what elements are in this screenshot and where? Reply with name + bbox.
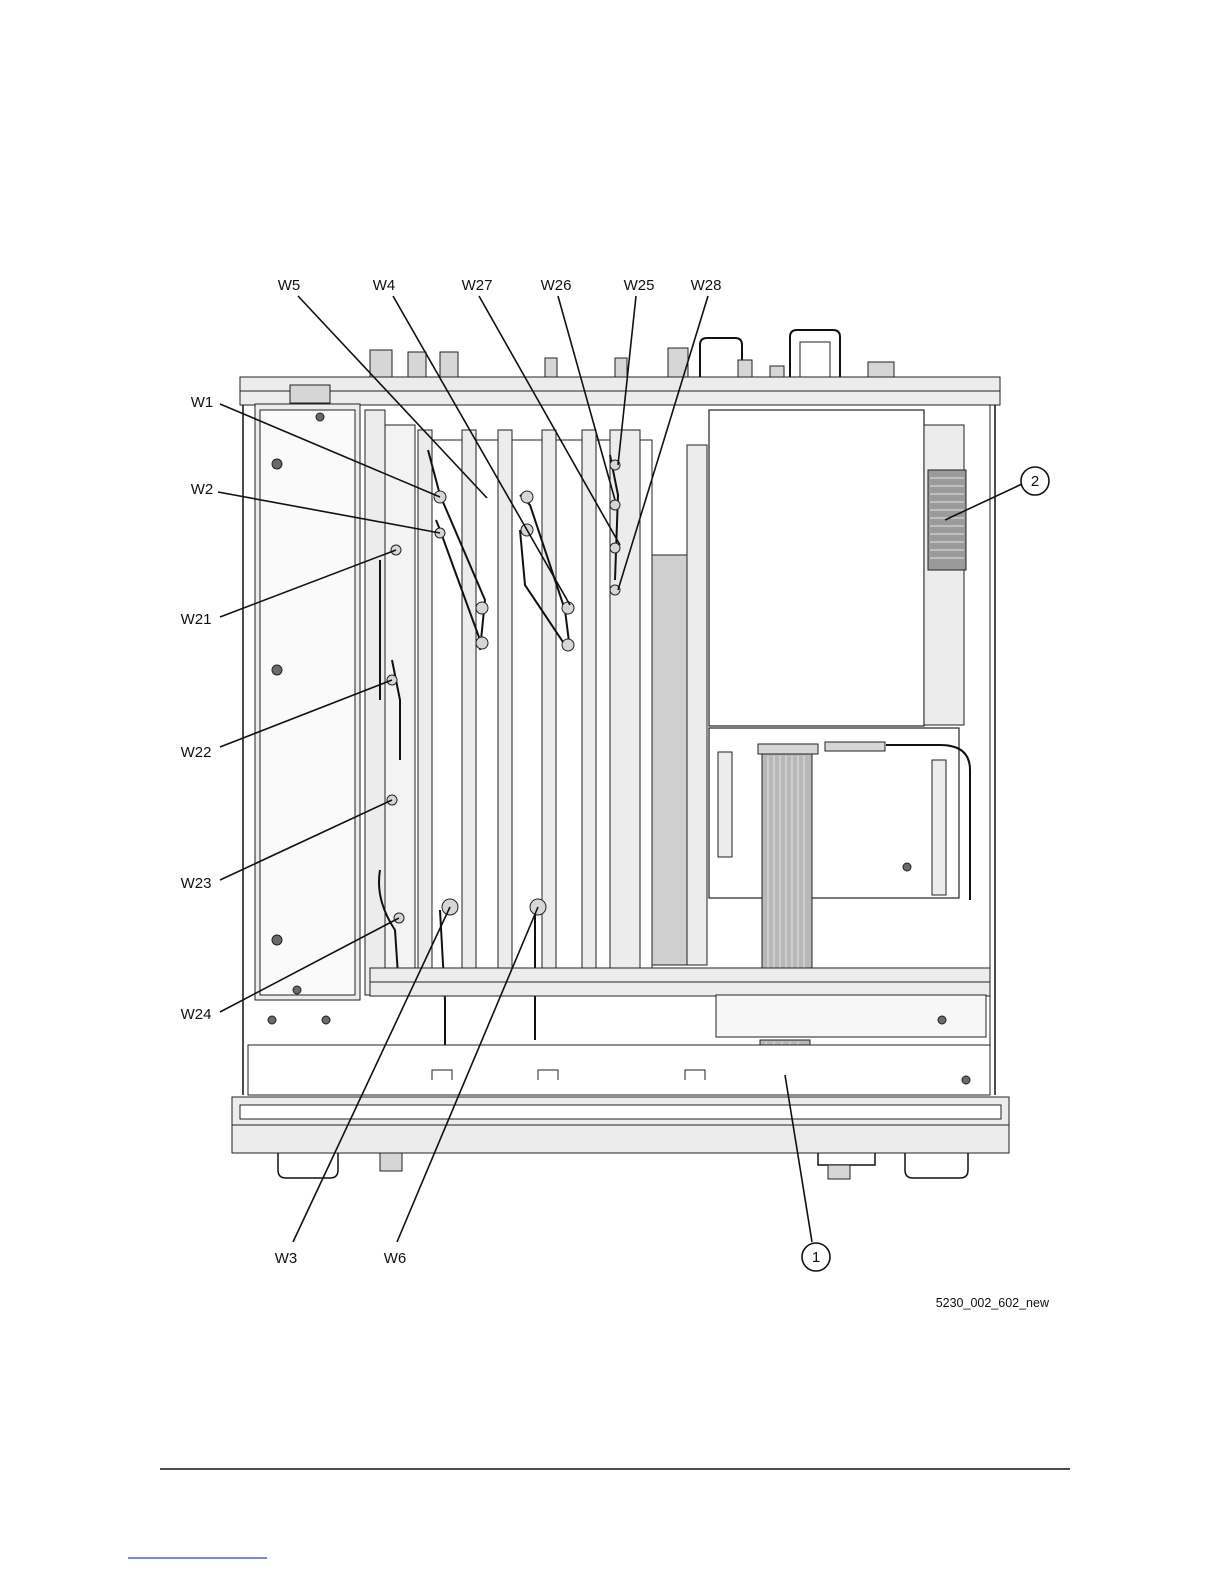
label-w28: W28 bbox=[691, 277, 722, 294]
label-w22: W22 bbox=[181, 744, 212, 761]
label-w2: W2 bbox=[191, 481, 214, 498]
callout-item-2: 2 bbox=[1021, 467, 1049, 495]
instrument-chassis bbox=[232, 330, 1009, 1179]
label-w24: W24 bbox=[181, 1006, 212, 1023]
label-item2: 2 bbox=[1031, 473, 1039, 490]
label-w27: W27 bbox=[462, 277, 493, 294]
figure-id: 5230_002_602_new bbox=[936, 1296, 1050, 1310]
callout-item-1: 1 bbox=[802, 1243, 830, 1271]
label-w4: W4 bbox=[373, 277, 396, 294]
label-w26: W26 bbox=[541, 277, 572, 294]
label-w3: W3 bbox=[275, 1250, 298, 1267]
label-w23: W23 bbox=[181, 875, 212, 892]
label-w25: W25 bbox=[624, 277, 655, 294]
label-w6: W6 bbox=[384, 1250, 407, 1267]
label-w1: W1 bbox=[191, 394, 214, 411]
card-cage bbox=[379, 430, 707, 1050]
label-w21: W21 bbox=[181, 611, 212, 628]
label-item1: 1 bbox=[812, 1249, 820, 1266]
label-w5: W5 bbox=[278, 277, 301, 294]
